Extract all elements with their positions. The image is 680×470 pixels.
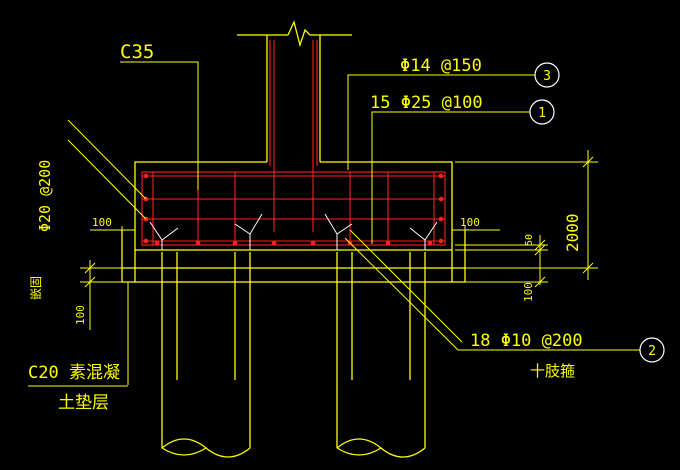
pile-anchor-bars: [149, 213, 438, 250]
rebar-dots: [143, 173, 444, 246]
leader-lines: [67, 61, 640, 385]
top-stirrup-label: Φ14 @150: [400, 56, 482, 76]
side-bars-label: Φ20 @200: [36, 160, 54, 232]
pile-left: [161, 252, 251, 458]
embed-label: 嵌固: [29, 276, 43, 300]
dim-100-right: 100: [522, 282, 535, 302]
pad-layer-label: 土垫层: [58, 393, 109, 413]
dim-cover-left: 100: [92, 216, 112, 229]
bottom-bars-note: 十肢箍: [530, 362, 575, 380]
dimensions: [80, 150, 598, 330]
dim-100-left: 100: [74, 305, 87, 325]
callout-3: 3: [534, 62, 560, 88]
callout-2: 2: [639, 337, 665, 363]
callout-1-number: 1: [538, 106, 546, 121]
dim-cover-right: 100: [460, 216, 480, 229]
rebar-cage: [141, 40, 446, 246]
column: [237, 20, 352, 162]
pad-material-label: C20 素混凝: [28, 363, 120, 383]
callout-2-number: 2: [648, 344, 656, 359]
dim-height: 2000: [563, 213, 582, 252]
callout-3-number: 3: [543, 69, 551, 84]
dim-50: 50: [524, 234, 535, 246]
pile-cap-outline: [134, 161, 453, 268]
concrete-grade-label: C35: [120, 41, 154, 63]
cushion-layer: [121, 230, 466, 283]
bottom-bars-label: 18 Φ10 @200: [470, 331, 583, 351]
pile-right: [336, 252, 426, 458]
callout-1: 1: [529, 99, 555, 125]
top-bars-label: 15 Φ25 @100: [370, 93, 483, 113]
